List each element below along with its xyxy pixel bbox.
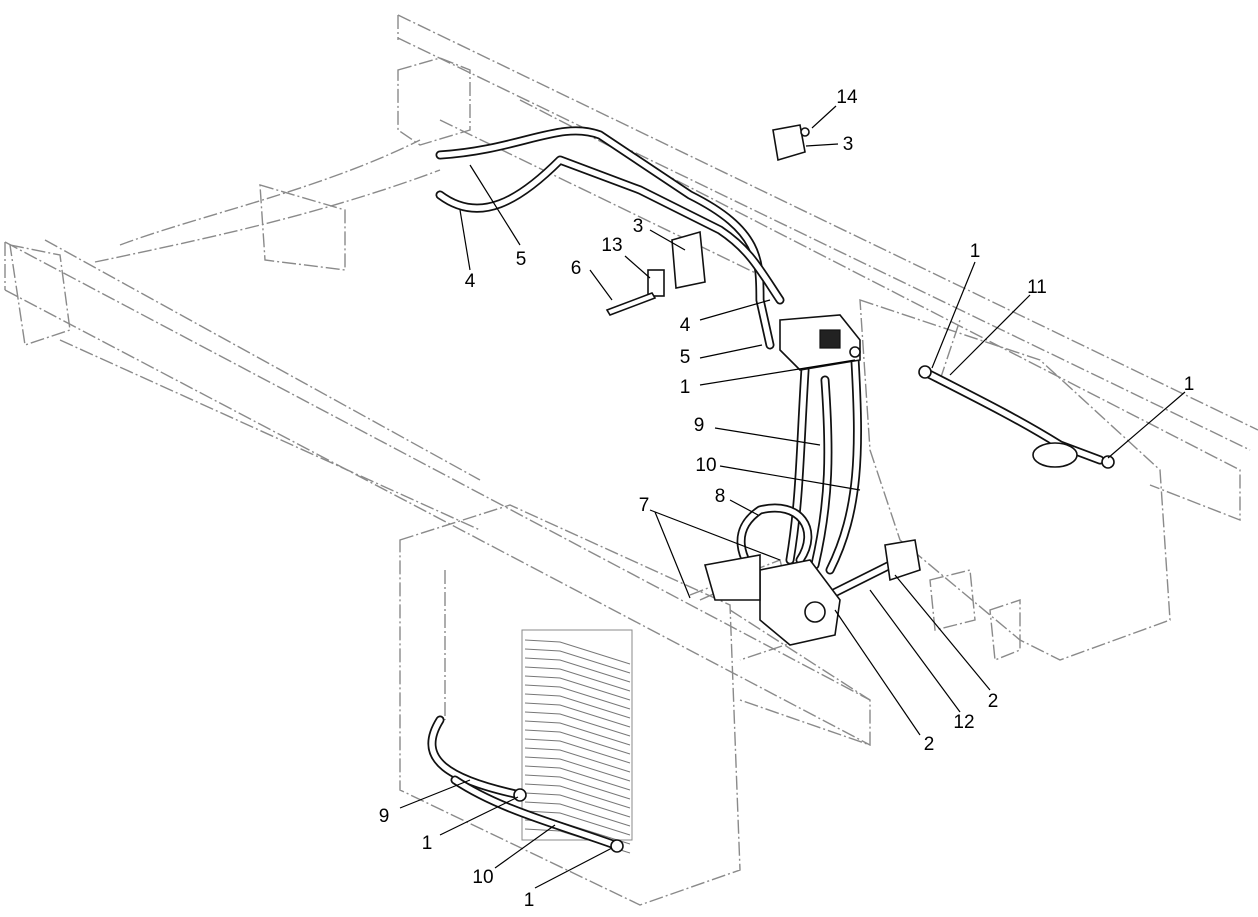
hoses <box>427 126 1105 850</box>
tank-cap <box>1032 442 1078 468</box>
cooler-fin <box>524 648 631 674</box>
pump-flange <box>703 554 761 601</box>
cooler-fin <box>524 666 631 692</box>
callout-4: 4 <box>465 271 476 292</box>
fitting <box>849 346 861 358</box>
cooler-fin <box>524 684 631 710</box>
valve-cap <box>819 329 841 349</box>
cooler-fin <box>524 702 631 728</box>
callout-13: 13 <box>601 235 622 256</box>
callout-5: 5 <box>680 347 691 368</box>
callout-10: 10 <box>695 455 716 476</box>
callout-2: 2 <box>988 691 999 712</box>
cooler-fin <box>524 783 631 809</box>
callout-1: 1 <box>1184 374 1195 395</box>
cooler-fin <box>524 756 631 782</box>
cooler-fin <box>524 720 631 746</box>
cooler-fin <box>524 774 631 800</box>
cooler-fin <box>524 747 631 773</box>
callout-14: 14 <box>836 87 858 108</box>
clamp-bolt-top <box>800 127 810 137</box>
clamp-plate <box>647 269 665 297</box>
components <box>513 124 1115 853</box>
fitting <box>610 839 624 853</box>
callout-8: 8 <box>715 486 726 507</box>
frame-outline <box>4 14 1258 906</box>
callout-10: 10 <box>472 867 493 888</box>
callout-9: 9 <box>379 806 390 827</box>
cooler-fin <box>524 693 631 719</box>
strainer-housing <box>884 539 921 582</box>
callout-4: 4 <box>680 315 691 336</box>
cooler-fin <box>524 765 631 791</box>
callout-7: 7 <box>639 495 650 516</box>
cooler-fin <box>524 738 631 764</box>
cooler-fin <box>524 657 631 683</box>
hydraulic-pump <box>759 559 841 646</box>
callout-1: 1 <box>524 890 535 911</box>
fitting <box>513 788 527 802</box>
callout-3: 3 <box>633 216 644 237</box>
callout-3: 3 <box>843 134 854 155</box>
leader-lines <box>399 105 1186 889</box>
cooler-fin <box>524 729 631 755</box>
callout-5: 5 <box>516 249 527 270</box>
pump-port <box>804 601 826 623</box>
clamp-bolt <box>605 292 657 316</box>
fitting <box>918 365 932 379</box>
callout-1: 1 <box>422 833 433 854</box>
fitting <box>1101 455 1115 469</box>
cooler-fin <box>524 801 631 827</box>
cooler-fin <box>524 810 631 836</box>
hose-clamp-top <box>772 124 806 162</box>
callout-1: 1 <box>970 241 981 262</box>
callout-11: 11 <box>1027 277 1047 298</box>
callout-9: 9 <box>694 415 705 436</box>
callout-2: 2 <box>924 734 935 755</box>
cooler-fin <box>524 675 631 701</box>
cooler-fin <box>524 792 631 818</box>
callout-6: 6 <box>571 258 582 279</box>
cooler-fin <box>524 711 631 737</box>
callout-1: 1 <box>680 377 691 398</box>
hose-clamp-mid <box>671 230 706 289</box>
callouts: 14 3 3 13 6 5 4 4 5 1 1 11 1 9 10 8 7 2 … <box>379 87 1195 911</box>
cooler-fin <box>524 639 631 665</box>
callout-12: 12 <box>953 712 974 733</box>
